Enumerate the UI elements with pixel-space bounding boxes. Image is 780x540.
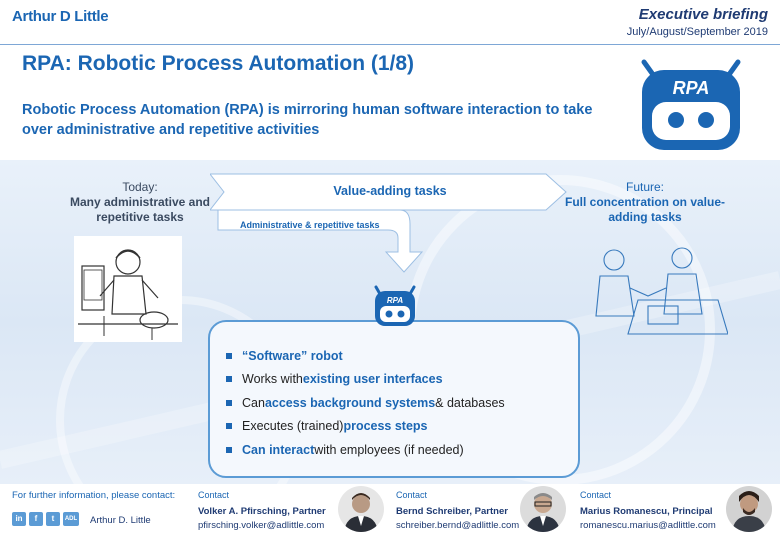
footer-info-text: For further information, please contact: [12, 490, 176, 501]
page-title: RPA: Robotic Process Automation (1/8) [22, 52, 415, 75]
contact-header: Contact [198, 490, 230, 500]
contact-name: Marius Romanescu, Principal [580, 506, 713, 517]
feature-item: Can interact with employees (if needed) [226, 438, 576, 462]
robot-logo-text: RPA [673, 78, 710, 98]
feature-item: Works with existing user interfaces [226, 368, 576, 392]
today-label: Today: [122, 180, 158, 194]
contact-photo-avatar [726, 486, 772, 532]
contact-photo-avatar [520, 486, 566, 532]
page-subtitle: Robotic Process Automation (RPA) is mirr… [22, 102, 593, 138]
social-links: in f t ADL [12, 512, 79, 526]
bullet-square-icon [226, 352, 232, 359]
feature-item: Can access background systems & database… [226, 391, 576, 415]
bullet-square-icon [226, 446, 232, 453]
small-robot-text: RPA [387, 296, 404, 305]
contact-header: Contact [396, 490, 428, 500]
brand-logo: Arthur D Little [12, 8, 109, 25]
feature-list: “Software” robot Works with existing use… [226, 344, 576, 462]
feature-item: Executes (trained) process steps [226, 415, 576, 439]
contact-email[interactable]: romanescu.marius@adlittle.com [580, 520, 716, 531]
today-text: Many administrative and repetitive tasks [69, 195, 211, 224]
facebook-icon[interactable]: f [29, 512, 43, 526]
value-adding-label: Value-adding tasks [333, 184, 447, 198]
bullet-square-icon [226, 376, 232, 383]
footer-adl-name: Arthur D. Little [90, 515, 151, 526]
task-shift-arrows [210, 173, 567, 273]
future-label: Future: [625, 180, 664, 194]
contact-photo-avatar [338, 486, 384, 532]
handshake-sketch [595, 247, 728, 335]
contact-name: Volker A. Pfirsching, Partner [198, 506, 326, 517]
header-divider [0, 44, 780, 45]
twitter-icon[interactable]: t [46, 512, 60, 526]
bullet-square-icon [226, 423, 232, 430]
feature-item: “Software” robot [226, 344, 576, 368]
contact-email[interactable]: schreiber.bernd@adlittle.com [396, 520, 520, 531]
contact-header: Contact [580, 490, 612, 500]
bullet-square-icon [226, 399, 232, 406]
adl-icon[interactable]: ADL [63, 512, 79, 526]
rpa-robot-icon: RPA [641, 59, 741, 150]
linkedin-icon[interactable]: in [12, 512, 26, 526]
future-text: Full concentration on value-adding tasks [565, 195, 726, 224]
stressed-worker-sketch [74, 236, 182, 342]
administrative-label: Administrative & repetitive tasks [240, 220, 380, 230]
contact-name: Bernd Schreiber, Partner [396, 506, 508, 517]
briefing-period: July/August/September 2019 [626, 26, 768, 38]
briefing-label: Executive briefing [638, 6, 768, 23]
contact-email[interactable]: pfirsching.volker@adlittle.com [198, 520, 325, 531]
rpa-small-robot-icon: RPA [374, 285, 416, 326]
